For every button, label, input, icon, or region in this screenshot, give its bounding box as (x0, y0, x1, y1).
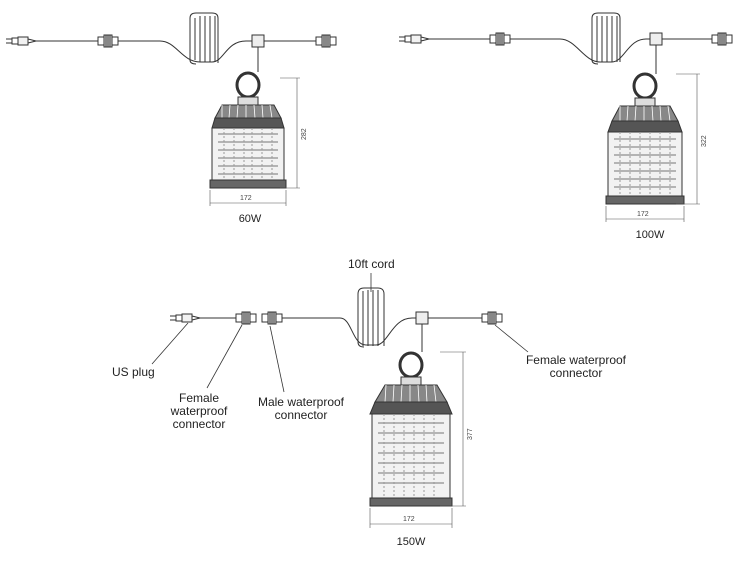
cord-60w (5, 12, 337, 72)
caption-100w: 100W (635, 229, 665, 241)
connector-60w-b (315, 34, 337, 48)
fixture-60w (5, 12, 337, 206)
lamp-150w (369, 351, 453, 507)
label-10ft-cord: 10ft cord (348, 257, 395, 271)
width-dim-150w: 172 (403, 516, 415, 523)
leader-lines (151, 273, 529, 393)
connector-100w-a (489, 32, 511, 46)
us-plug-60w (5, 36, 37, 46)
dims-100w (605, 73, 700, 222)
connector-60w-a (97, 34, 119, 48)
caption-150w: 150W (396, 536, 426, 548)
label-female-connector-left: Female waterproof connector (158, 392, 240, 431)
label-female-connector-right-line1: Female waterproof (525, 353, 627, 367)
label-male-connector: Male waterproof connector (246, 396, 356, 422)
label-male-connector-line2: connector (274, 408, 328, 422)
label-female-connector-left-line3: connector (172, 417, 226, 431)
label-female-connector-left-line1: Female (178, 391, 219, 405)
lamp-100w (605, 72, 685, 205)
female-connector-right (481, 311, 503, 325)
width-dim-60w: 172 (240, 195, 252, 202)
lamp-60w (209, 71, 287, 189)
us-plug-100w (398, 34, 430, 44)
female-connector-left (235, 311, 257, 325)
height-dim-150w: 377 (467, 428, 474, 440)
height-dim-100w: 322 (701, 135, 708, 147)
label-female-connector-left-line2: waterproof (170, 404, 228, 418)
dims-60w (209, 77, 300, 206)
caption-60w: 60W (238, 213, 262, 225)
cord-150w (169, 287, 503, 352)
connector-100w-b (711, 32, 733, 46)
fixture-150w (151, 273, 529, 528)
label-us-plug: US plug (112, 365, 155, 379)
us-plug-150w (169, 313, 201, 323)
cord-100w (398, 12, 733, 74)
dims-150w (369, 351, 466, 528)
width-dim-100w: 172 (637, 211, 649, 218)
height-dim-60w: 282 (301, 128, 308, 140)
fixture-100w (398, 12, 733, 222)
label-male-connector-line1: Male waterproof (257, 395, 345, 409)
male-connector (261, 311, 283, 325)
label-female-connector-right: Female waterproof connector (512, 354, 640, 380)
label-female-connector-right-line2: connector (549, 366, 603, 380)
